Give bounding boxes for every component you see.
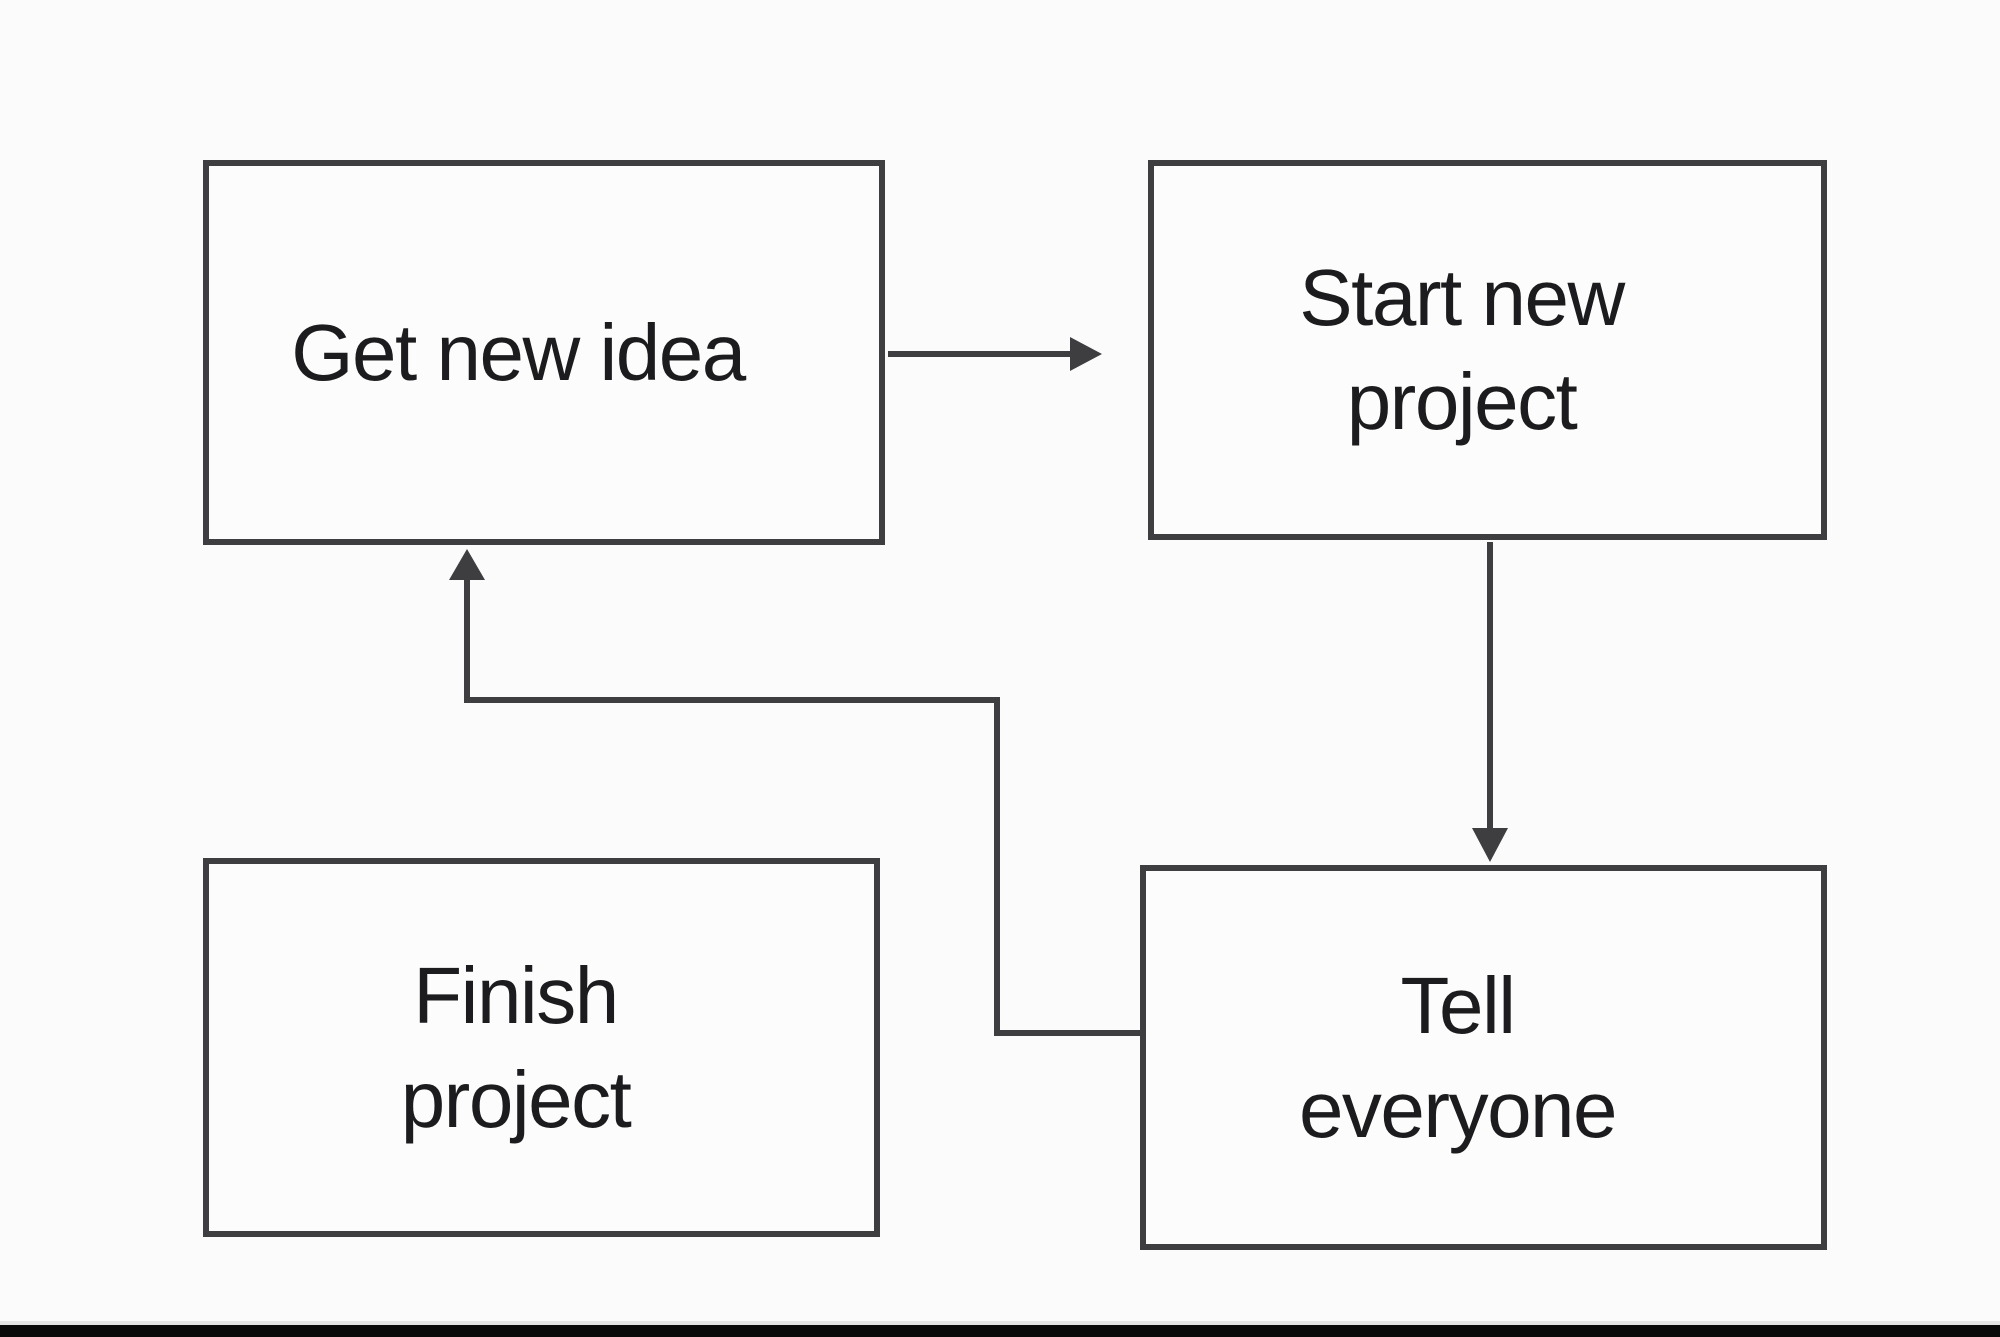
node-get-new-idea-label: Get new idea xyxy=(291,307,746,397)
node-start-new-project: Start new project xyxy=(1148,160,1827,540)
arrowhead-up-icon xyxy=(449,549,485,580)
node-finish-project: Finish project xyxy=(203,858,880,1237)
node-tell-everyone: Tell everyone xyxy=(1140,865,1827,1250)
edge-start-new-project-to-tell-everyone xyxy=(1472,542,1508,862)
bottom-edge-bar xyxy=(0,1321,2000,1337)
node-finish-project-label: Finish project xyxy=(400,950,632,1144)
node-get-new-idea: Get new idea xyxy=(203,160,885,545)
node-start-new-project-label: Start new project xyxy=(1299,253,1625,446)
edge-get-new-idea-to-start-new-project xyxy=(888,337,1102,371)
arrowhead-right-icon xyxy=(1070,337,1102,371)
node-tell-everyone-label: Tell everyone xyxy=(1298,960,1618,1154)
arrowhead-down-icon xyxy=(1472,828,1508,862)
